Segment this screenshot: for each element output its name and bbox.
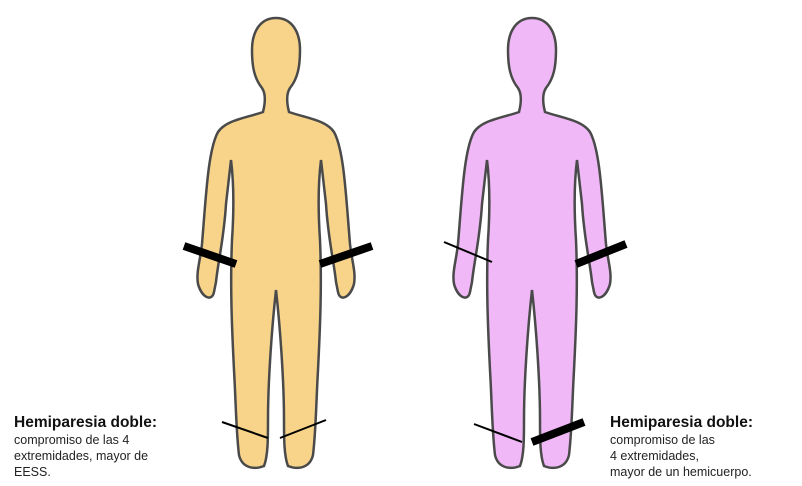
caption-right: Hemiparesia doble: compromiso de las 4 e… <box>610 414 802 480</box>
caption-line: 4 extremidades, <box>610 448 802 464</box>
body-silhouette-left <box>197 18 354 468</box>
body-silhouette-right <box>453 18 610 468</box>
caption-line: compromiso de las <box>610 432 802 448</box>
caption-line: EESS. <box>14 464 224 480</box>
caption-heading: Hemiparesia doble: <box>14 414 224 432</box>
caption-left: Hemiparesia doble: compromiso de las 4 e… <box>14 414 224 480</box>
caption-line: extremidades, mayor de <box>14 448 224 464</box>
figure-left <box>197 18 354 468</box>
caption-line: compromiso de las 4 <box>14 432 224 448</box>
figure-right <box>453 18 610 468</box>
caption-heading: Hemiparesia doble: <box>610 414 802 432</box>
caption-line: mayor de un hemicuerpo. <box>610 464 802 480</box>
